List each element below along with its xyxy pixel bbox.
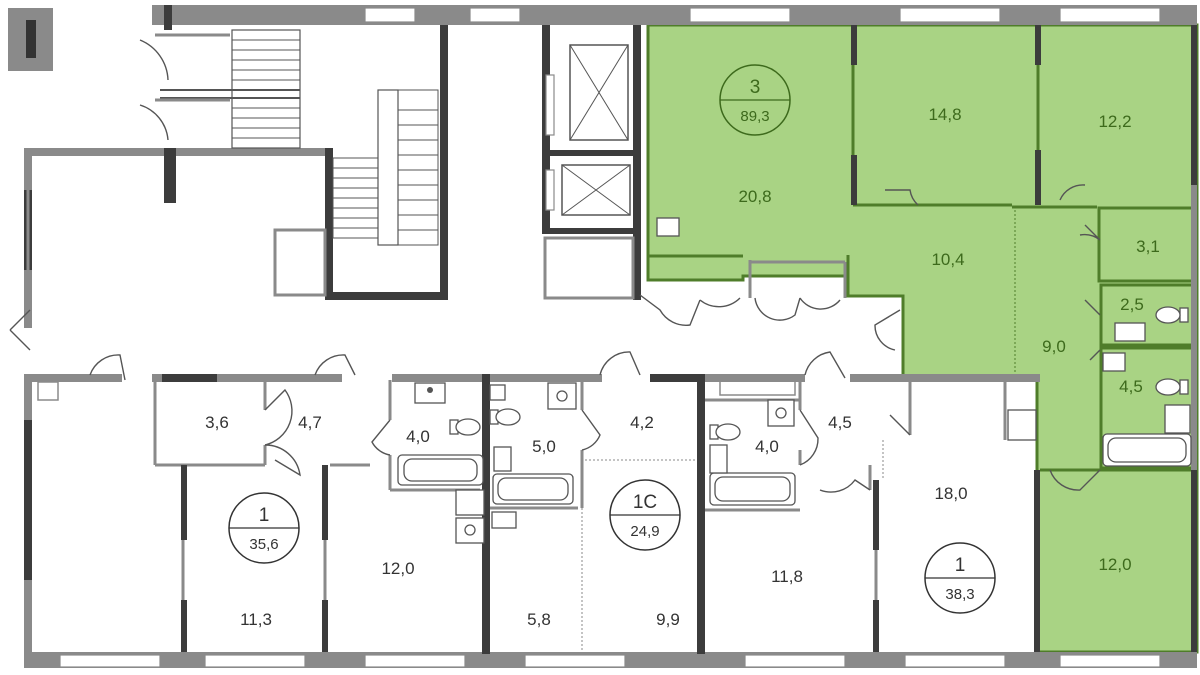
- apartment-area: 89,3: [740, 108, 769, 125]
- room-area: 4,7: [298, 413, 322, 432]
- room-area: 12,0: [381, 559, 414, 578]
- doors: [9, 39, 1101, 493]
- apartment-area: 35,6: [249, 536, 278, 553]
- room-area: 11,3: [240, 610, 272, 629]
- apartment-badge-1c[interactable]: 1С 24,9: [609, 479, 681, 551]
- room-area: 5,8: [527, 610, 551, 629]
- apartment-badge-1-left[interactable]: 1 35,6: [228, 492, 300, 564]
- room-area: 9,0: [1042, 337, 1066, 356]
- room-area: 12,0: [1098, 555, 1131, 574]
- apartment-badge-3[interactable]: 3 89,3: [719, 64, 791, 136]
- toilet-icon: [449, 306, 1189, 441]
- apartment-3-highlight[interactable]: [646, 23, 1199, 654]
- apartment-area: 38,3: [945, 586, 974, 603]
- room-area: 4,5: [1119, 377, 1143, 396]
- room-area: 3,1: [1136, 237, 1160, 256]
- stairs-icon: [160, 29, 439, 246]
- interior-walls: [37, 379, 1007, 652]
- corridor-walls: [32, 374, 1040, 654]
- room-area: 12,2: [1098, 112, 1131, 131]
- room-area: 4,0: [406, 427, 430, 446]
- room-area: 4,5: [828, 413, 852, 432]
- apartment-rooms: 1: [955, 555, 966, 576]
- room-area: 18,0: [934, 484, 967, 503]
- bathtub-icon: [397, 433, 1192, 506]
- room-area: 4,0: [755, 437, 779, 456]
- apartment-rooms: 1: [259, 505, 270, 526]
- apartment-badge-1-right[interactable]: 1 38,3: [924, 542, 996, 614]
- room-area: 9,9: [656, 610, 680, 629]
- apartment-area: 24,9: [630, 523, 659, 540]
- elevator-icon: [561, 44, 631, 216]
- room-area: 14,8: [928, 105, 961, 124]
- room-area-labels: 20,8 14,8 12,2 10,4 3,1 2,5 9,0 4,5 12,0…: [205, 105, 1160, 629]
- apartment-rooms: 3: [750, 77, 761, 98]
- sink-icon: [414, 217, 1191, 544]
- room-area: 3,6: [205, 413, 229, 432]
- room-area: 2,5: [1120, 295, 1144, 314]
- upper-left-walls: [26, 33, 847, 310]
- apartment-rooms: 1С: [633, 492, 657, 513]
- room-area: 11,8: [771, 567, 803, 586]
- room-area: 5,0: [532, 437, 556, 456]
- room-area: 4,2: [630, 413, 654, 432]
- north-marker-icon: [8, 8, 53, 71]
- room-area: 20,8: [738, 187, 771, 206]
- room-area: 10,4: [931, 250, 964, 269]
- windows: [59, 7, 1161, 668]
